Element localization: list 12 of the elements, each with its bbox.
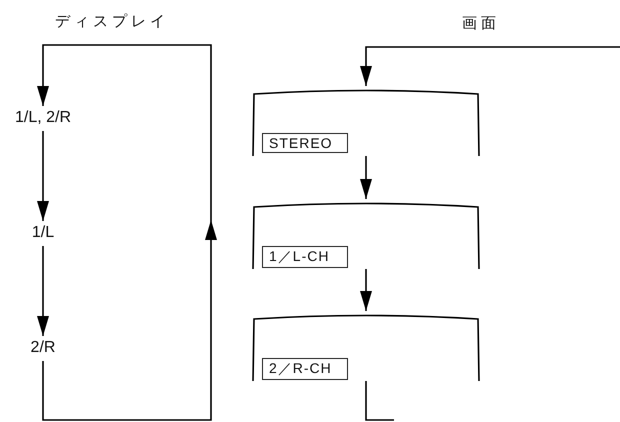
arrow (360, 269, 372, 311)
arrow (360, 156, 372, 199)
column-heading: 画面 (462, 14, 500, 33)
arrow (360, 46, 620, 86)
indicator-label: 1／L-CH (262, 246, 348, 268)
arrow (37, 131, 49, 221)
loop-arrow (37, 44, 217, 421)
indicator-label: 2／R-CH (262, 358, 348, 380)
arrow (37, 246, 49, 336)
arrow (365, 381, 394, 421)
indicator-label: STEREO (262, 133, 348, 153)
column-heading: ディスプレイ (55, 12, 169, 31)
